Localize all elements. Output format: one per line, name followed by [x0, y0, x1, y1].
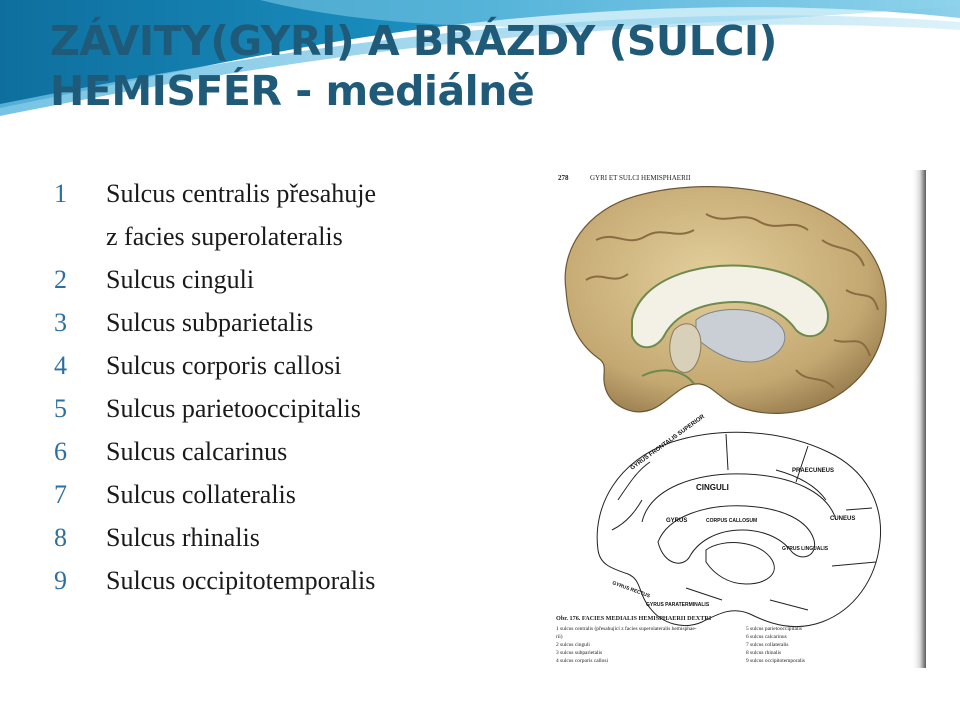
label-gyrus-paraterminalis: GYRUS PARATERMINALIS: [646, 602, 710, 608]
caption-right-line: 6 sulcus calcarinus: [746, 634, 787, 640]
header-swoosh: [0, 0, 960, 116]
item-text: Sulcus occipitotemporalis: [106, 566, 376, 595]
item-number: 3: [54, 308, 67, 337]
label-cuneus: CUNEUS: [830, 516, 855, 522]
label-gyrus: GYRUS: [666, 518, 687, 524]
page-edge-shadow: [876, 170, 926, 668]
figure-caption: Obr. 176. FACIES MEDIALIS HEMISPHAERII D…: [556, 615, 805, 664]
item-number: 4: [54, 351, 67, 380]
item-number: 8: [54, 523, 67, 552]
list-item: 2 Sulcus cinguli: [54, 258, 494, 301]
caption-title: Obr. 176. FACIES MEDIALIS HEMISPHAERII D…: [556, 615, 712, 622]
brain-line-diagram: [596, 431, 882, 628]
list-item: 8 Sulcus rhinalis: [54, 516, 494, 559]
list-item: 3 Sulcus subparietalis: [54, 301, 494, 344]
list-item: 7 Sulcus collateralis: [54, 473, 494, 516]
list-item: 5 Sulcus parietooccipitalis: [54, 387, 494, 430]
item-text: Sulcus subparietalis: [106, 308, 314, 337]
figure-header: GYRI ET SULCI HEMISPHAERII: [590, 174, 691, 182]
title-line-2: HEMISFÉR - mediálně: [50, 67, 535, 115]
item-number: 2: [54, 265, 67, 294]
item-number: 1: [54, 179, 67, 208]
caption-left-line: 2 sulcus cinguli: [556, 642, 590, 648]
item-number: 5: [54, 394, 67, 423]
list-item: 9 Sulcus occipitotemporalis: [54, 559, 494, 602]
item-text: Sulcus cinguli: [106, 265, 255, 294]
anatomy-figure: 278 GYRI ET SULCI HEMISPHAERII GYRUS FRO…: [546, 170, 926, 668]
item-text: Sulcus centralis přesahuje z facies supe…: [106, 179, 377, 251]
list-item: 4 Sulcus corporis callosi: [54, 344, 494, 387]
item-text: Sulcus corporis callosi: [106, 351, 342, 380]
item-text: Sulcus collateralis: [106, 480, 296, 509]
caption-left-line: 3 sulcus subparietalis: [556, 650, 602, 656]
brain-illustration: 278 GYRI ET SULCI HEMISPHAERII GYRUS FRO…: [556, 170, 926, 668]
label-cinguli: CINGULI: [696, 483, 729, 492]
label-gyrus-lingualis: GYRUS LINGUALIS: [782, 546, 829, 552]
list-item: 6 Sulcus calcarinus: [54, 430, 494, 473]
caption-left-line: 4 sulcus corporis callosi: [556, 658, 608, 664]
diagram-labels: GYRUS FRONTALIS SUPERIOR CINGULI PRAECUN…: [611, 414, 855, 608]
item-number: 7: [54, 480, 67, 509]
caption-right-line: 5 sulcus parietooccipitalis: [746, 626, 802, 632]
figure-page-number: 278: [558, 174, 569, 182]
label-gyrus-frontalis-superior: GYRUS FRONTALIS SUPERIOR: [630, 414, 707, 472]
item-text: Sulcus parietooccipitalis: [106, 394, 361, 423]
item-number: 6: [54, 437, 67, 466]
item-number: 9: [54, 566, 67, 595]
title-line-1: ZÁVITY(GYRI) A BRÁZDY (SULCI): [50, 17, 777, 65]
item-text: Sulcus rhinalis: [106, 523, 260, 552]
caption-left-line: 1 sulcus centralis (přesahující z facies…: [556, 625, 697, 632]
sulci-list: 1 Sulcus centralis přesahuje z facies sup…: [54, 172, 494, 602]
label-gyrus-rectus: GYRUS RECTUS: [611, 580, 651, 599]
caption-left-line: rii): [556, 633, 563, 640]
caption-right-line: 9 sulcus occipitotemporalis: [746, 658, 805, 664]
item-text: Sulcus calcarinus: [106, 437, 288, 466]
slide-title: ZÁVITY(GYRI) A BRÁZDY (SULCI) HEMISFÉR -…: [50, 16, 777, 116]
label-corpus-callosum: CORPUS CALLOSUM: [706, 518, 757, 524]
caption-right-line: 8 sulcus rhinalis: [746, 650, 781, 656]
brain-medial-photo: [564, 186, 887, 414]
caption-right-line: 7 sulcus collateralis: [746, 642, 789, 648]
list-item: 1 Sulcus centralis přesahuje z facies sup…: [54, 172, 494, 258]
label-praecuneus: PRAECUNEUS: [792, 468, 834, 474]
